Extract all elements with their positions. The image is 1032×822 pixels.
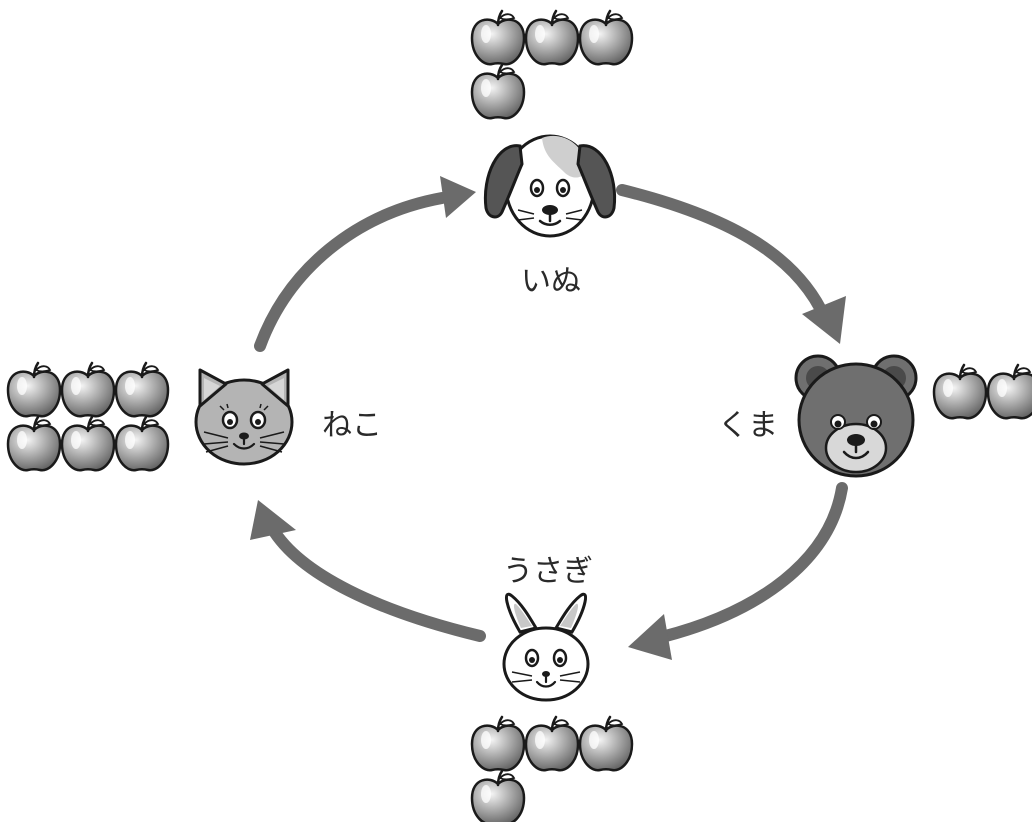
arrow-cat-to-dog xyxy=(254,192,448,352)
arrow-rabbit-to-cat xyxy=(266,522,486,642)
arrowhead-bear-to-rabbit xyxy=(628,614,672,660)
apple-icon xyxy=(470,715,526,772)
bear-face-icon xyxy=(794,354,918,478)
label-bear: くま xyxy=(718,408,778,443)
apple-icon xyxy=(470,769,526,822)
label-dog: いぬ xyxy=(521,264,581,299)
cat-face-icon xyxy=(194,368,294,466)
apple-icon xyxy=(114,361,170,418)
apple-icon xyxy=(932,363,988,420)
apple-icon xyxy=(524,715,580,772)
arrow-dog-to-bear xyxy=(616,184,831,324)
apple-group-dog xyxy=(470,9,634,120)
apple-icon xyxy=(578,715,634,772)
rabbit-face-icon xyxy=(502,592,590,702)
apple-icon xyxy=(60,415,116,472)
arrowhead-dog-to-bear xyxy=(802,296,846,344)
apple-icon xyxy=(578,9,634,66)
apple-group-rabbit xyxy=(470,715,634,822)
arrow-bear-to-rabbit xyxy=(656,482,848,643)
arrowhead-rabbit-to-cat xyxy=(250,500,296,540)
apple-icon xyxy=(60,361,116,418)
apple-group-cat xyxy=(6,361,170,472)
apple-icon xyxy=(114,415,170,472)
apple-icon xyxy=(6,415,62,472)
label-rabbit: うさぎ xyxy=(503,554,593,589)
arrowhead-cat-to-dog xyxy=(440,176,476,218)
apple-icon xyxy=(524,9,580,66)
apple-group-bear xyxy=(932,363,1032,420)
cycle-arrows xyxy=(250,176,848,660)
dog-face-icon xyxy=(483,134,617,238)
apple-icon xyxy=(470,63,526,120)
apple-icon xyxy=(6,361,62,418)
apple-icon xyxy=(986,363,1032,420)
label-cat: ねこ xyxy=(322,408,382,443)
apple-icon xyxy=(470,9,526,66)
